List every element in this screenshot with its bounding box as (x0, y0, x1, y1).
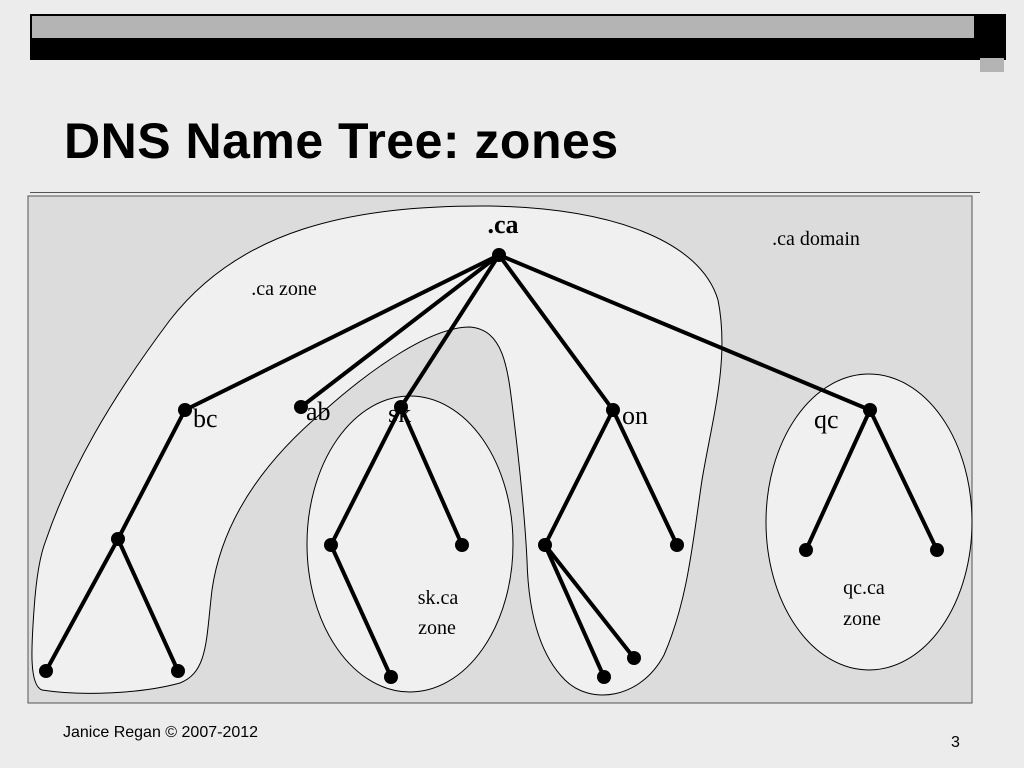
footer-author: Janice Regan © 2007-2012 (63, 724, 259, 741)
node-bc-leaf-1 (39, 664, 53, 678)
qc-zone-label-line2: zone (843, 608, 881, 630)
edge-on-leaf-2 (543, 543, 636, 660)
edge-qc-child-1 (804, 408, 872, 552)
bc-label: bc (193, 404, 218, 433)
node-on-leaf-1 (597, 670, 611, 684)
edge-bc-leaf-2 (116, 537, 180, 673)
tree-edges (44, 253, 939, 679)
page-number: 3 (951, 734, 960, 751)
decorative-header-bar (30, 14, 1006, 72)
edge-sk-child-1 (329, 405, 403, 547)
header-bar-light (30, 14, 976, 40)
node-on-child-2 (670, 538, 684, 552)
edge-bc-child (116, 408, 187, 541)
title-divider (30, 192, 980, 193)
header-bar-cap-box (980, 58, 1004, 72)
edge-on-child-2 (611, 408, 679, 547)
edge-ca-bc (183, 253, 501, 412)
qc-ca-zone-boundary (765, 373, 973, 671)
edge-sk-leaf (329, 543, 393, 679)
sk-zone-label-line2: zone (418, 617, 456, 639)
domain-label: .ca domain (772, 228, 860, 250)
edge-ca-ab (299, 253, 501, 409)
qc-zone-label-line1: qc.ca (843, 577, 885, 599)
edge-sk-child-2 (399, 405, 464, 547)
sk-label: sk (388, 399, 411, 428)
node-bc (178, 403, 192, 417)
slide-title: DNS Name Tree: zones (64, 113, 619, 169)
edge-on-child-1 (543, 408, 615, 547)
node-sk-leaf (384, 670, 398, 684)
edge-bc-leaf-1 (44, 537, 120, 673)
edge-qc-child-2 (868, 408, 939, 552)
on-label: on (622, 401, 648, 430)
header-bar-cap (976, 14, 1006, 44)
node-sk-child-1 (324, 538, 338, 552)
node-ab (294, 400, 308, 414)
edge-ca-qc (497, 253, 872, 412)
root-label: .ca (487, 210, 518, 239)
node-qc (863, 403, 877, 417)
qc-label: qc (814, 405, 839, 434)
node-on (606, 403, 620, 417)
node-sk-child-2 (455, 538, 469, 552)
edge-ca-sk (399, 253, 501, 409)
node-bc-child (111, 532, 125, 546)
ca-zone-boundary (31, 205, 723, 696)
ca-zone-label: .ca zone (251, 278, 317, 300)
node-on-leaf-2 (627, 651, 641, 665)
node-bc-leaf-2 (171, 664, 185, 678)
tree-nodes (39, 248, 944, 684)
header-bar-dark (30, 40, 1006, 60)
node-on-child-1 (538, 538, 552, 552)
node-ca (492, 248, 506, 262)
sk-zone-label-line1: sk.ca (418, 587, 459, 609)
edge-ca-on (497, 253, 615, 412)
node-sk (394, 400, 408, 414)
ab-label: ab (306, 397, 331, 426)
node-qc-child-1 (799, 543, 813, 557)
edge-on-leaf-1 (543, 543, 606, 679)
node-qc-child-2 (930, 543, 944, 557)
